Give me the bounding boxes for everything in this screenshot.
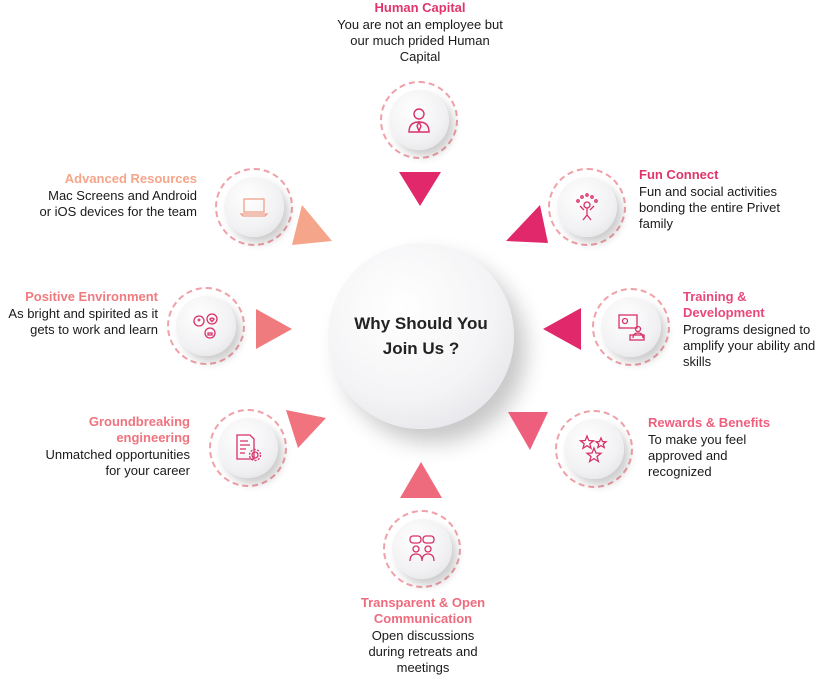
laptop-icon [239, 198, 269, 217]
fun-connect-desc: Fun and social activities bonding the en… [639, 184, 780, 231]
transparent-node [383, 510, 461, 588]
positive-node [167, 287, 245, 365]
positive-desc: As bright and spirited as it gets to wor… [8, 306, 158, 337]
transparent-title: Transparent & Open Communication [360, 595, 486, 626]
training-node [592, 288, 670, 366]
arrow-positive [256, 309, 292, 349]
rewards-node [555, 410, 633, 488]
person-tie-icon [408, 108, 430, 133]
center-circle: Why Should You Join Us ? [328, 243, 514, 429]
presentation-icon [618, 314, 645, 341]
arrow-transparent [400, 462, 442, 498]
groundbreaking-title: Groundbreaking engineering [88, 414, 190, 445]
training-block: Training & Development Programs designed… [683, 289, 838, 370]
advanced-block: Advanced Resources Mac Screens and Andro… [30, 171, 197, 220]
groundbreaking-block: Groundbreaking engineering Unmatched opp… [30, 414, 190, 479]
fun-connect-title: Fun Connect [639, 167, 719, 182]
stars-icon [579, 434, 608, 464]
arrow-advanced [292, 205, 332, 245]
training-title: Training & Development [683, 289, 765, 320]
advanced-title: Advanced Resources [64, 171, 197, 186]
human-capital-block: Human Capital You are not an employee bu… [320, 0, 520, 65]
human-capital-node [380, 81, 458, 159]
arrow-rewards [508, 412, 548, 450]
arrow-groundbreaking [286, 410, 326, 448]
training-desc: Programs designed to amplify your abilit… [683, 322, 816, 369]
human-capital-desc: You are not an employee but our much pri… [337, 17, 503, 64]
document-gear-icon [236, 434, 262, 462]
fun-connect-block: Fun Connect Fun and social activities bo… [639, 167, 819, 232]
arrow-fun-connect [506, 205, 548, 243]
transparent-desc: Open discussions during retreats and mee… [368, 628, 478, 675]
arrow-training [543, 308, 581, 350]
fun-connect-node [548, 168, 626, 246]
groundbreaking-desc: Unmatched opportunities for your career [45, 447, 190, 478]
rewards-block: Rewards & Benefits To make you feel appr… [648, 415, 828, 480]
arrow-human-capital [399, 172, 441, 206]
advanced-desc: Mac Screens and Android or iOS devices f… [39, 188, 197, 219]
groundbreaking-node [209, 409, 287, 487]
advanced-node [215, 168, 293, 246]
rewards-title: Rewards & Benefits [648, 415, 771, 430]
transparent-block: Transparent & Open Communication Open di… [330, 595, 516, 676]
people-heart-icon [193, 313, 218, 339]
human-capital-title: Human Capital [374, 0, 466, 15]
celebration-icon [576, 193, 598, 221]
chat-people-icon [409, 535, 435, 562]
center-title: Why Should You Join Us ? [354, 314, 488, 358]
positive-block: Positive Environment As bright and spiri… [8, 289, 158, 338]
rewards-desc: To make you feel approved and recognized [648, 432, 747, 479]
positive-title: Positive Environment [25, 289, 158, 304]
